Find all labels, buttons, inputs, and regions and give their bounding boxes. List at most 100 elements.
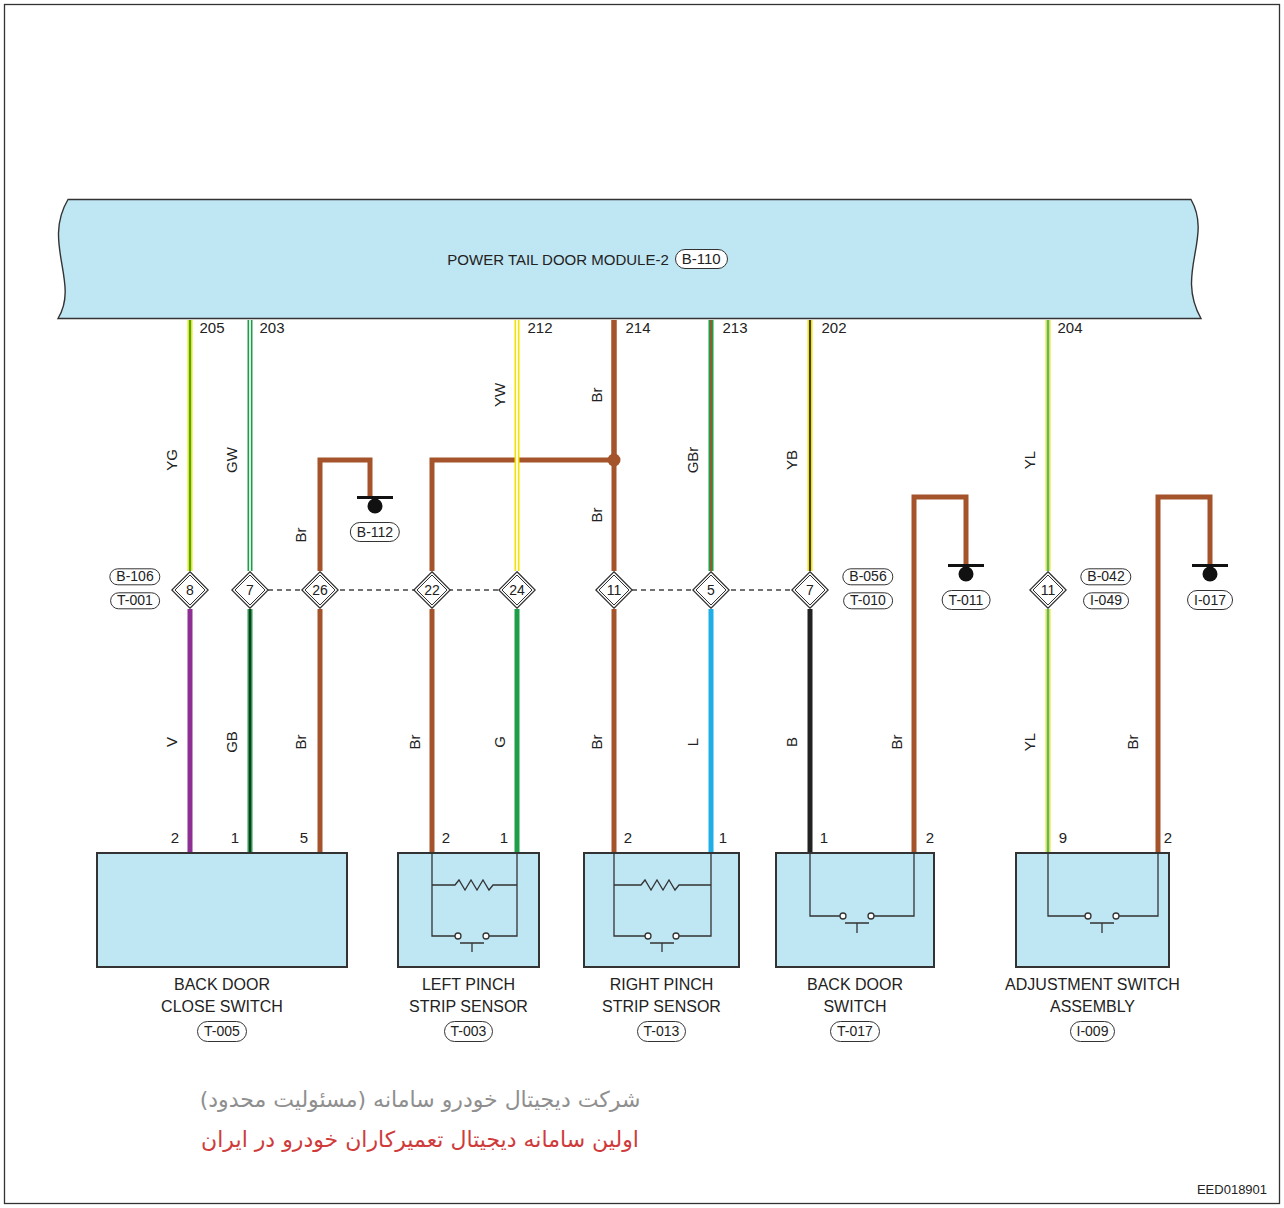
wire-core	[808, 320, 813, 571]
pin-number: 11	[1029, 571, 1067, 609]
component-name: ADJUSTMENT SWITCH ASSEMBLY	[1004, 974, 1182, 1017]
wire	[190, 320, 191, 571]
component-caption: BACK DOOR SWITCH T-017	[789, 974, 921, 1042]
pin-number: 24	[498, 571, 536, 609]
push-button	[1090, 923, 1114, 933]
component-box: LEFT PINCH STRIP SENSORT-003	[397, 852, 540, 968]
component-caption: RIGHT PINCH STRIP SENSORT-013	[582, 974, 742, 1042]
connector-id: I-009	[1070, 1021, 1116, 1042]
wire-stripe	[1047, 609, 1049, 852]
connector-id: T-017	[830, 1021, 880, 1042]
pin-number: 2	[442, 830, 450, 847]
connector-diamond: 5	[692, 571, 730, 609]
wire-core	[1158, 497, 1210, 852]
connector-diamond: 8	[171, 571, 209, 609]
pin-number: 26	[301, 571, 339, 609]
connector-id: I-049	[1083, 592, 1129, 609]
wire	[614, 609, 615, 852]
diamond-outer	[596, 572, 632, 608]
pin-number: 5	[300, 830, 308, 847]
wire-core	[612, 320, 617, 571]
wire-core	[188, 320, 193, 571]
wire	[517, 320, 518, 571]
switch-contact	[1113, 913, 1119, 919]
connector-id: B-042	[1080, 568, 1131, 585]
control-module-band: POWER TAIL DOOR MODULE-2B-110	[50, 198, 1205, 320]
ground-symbol	[335, 496, 415, 520]
wire-core	[1046, 609, 1051, 852]
wire-color-code: Br	[589, 388, 606, 403]
switch-contact	[455, 933, 461, 939]
wire-stripe	[249, 609, 251, 852]
ground-point: T-011	[926, 564, 1006, 612]
wire-stripe	[809, 320, 811, 571]
wire-color-code: Br	[407, 735, 424, 750]
splice-dot	[608, 454, 621, 467]
component-box: BACK DOOR SWITCHT-017	[775, 852, 935, 968]
pin-number: 2	[1164, 830, 1172, 847]
component-name: RIGHT PINCH STRIP SENSOR	[592, 974, 732, 1017]
ground-dot	[1203, 567, 1218, 582]
wire	[711, 320, 712, 571]
wire	[614, 320, 615, 571]
module-band	[58, 200, 1201, 319]
wire-core	[430, 609, 435, 852]
wire	[190, 609, 191, 852]
wire-stripe	[189, 320, 191, 571]
push-button	[650, 943, 674, 952]
ground-id: T-011	[942, 590, 991, 610]
pin-number: 213	[722, 320, 747, 337]
pin-number: 1	[820, 830, 828, 847]
wire-core	[1046, 320, 1051, 571]
wire	[810, 609, 811, 852]
wire-color-code: GBr	[685, 447, 702, 474]
connector-id: T-001	[110, 592, 160, 609]
ground-point: B-112	[335, 496, 415, 544]
diamond-outer	[172, 572, 208, 608]
wire	[711, 609, 712, 852]
push-button	[845, 923, 869, 933]
wire	[432, 320, 614, 571]
wire-core	[432, 320, 614, 571]
watermark: اولین سامانه دیجیتال تعمیرکاران خودرو در…	[201, 1128, 639, 1152]
wire-color-code: YB	[784, 450, 801, 470]
switch-contact	[840, 913, 846, 919]
wire-color-code: V	[164, 737, 181, 747]
connector-id: B-106	[109, 568, 160, 585]
sensor-circuit	[432, 852, 517, 936]
wire-color-code: GB	[224, 731, 241, 753]
wire-core	[709, 609, 714, 852]
wire-core	[914, 497, 966, 852]
pin-number: 7	[791, 571, 829, 609]
wire-stripe	[516, 320, 518, 571]
connector-id: B-056	[842, 568, 893, 585]
pin-number: 203	[259, 320, 284, 337]
wire	[914, 497, 966, 852]
wire	[432, 609, 433, 852]
connector-id: T-005	[197, 1021, 247, 1042]
connector-id: T-003	[444, 1021, 494, 1042]
wire-color-code: YL	[1022, 733, 1039, 751]
diamond-outer	[693, 572, 729, 608]
diamond-outer	[302, 572, 338, 608]
wire-stripe	[710, 320, 712, 571]
wire	[810, 320, 811, 571]
component-caption: LEFT PINCH STRIP SENSOR T-003	[389, 974, 549, 1042]
wire-core	[248, 320, 253, 571]
pin-number: 202	[821, 320, 846, 337]
pin-number: 205	[199, 320, 224, 337]
switch-contact	[673, 933, 679, 939]
wire	[320, 460, 370, 571]
component-fill	[775, 852, 935, 968]
wire-core	[318, 609, 323, 852]
wire-core	[709, 320, 714, 571]
wire-color-code: GW	[224, 447, 241, 473]
page-frame	[5, 5, 1280, 1204]
component-name: LEFT PINCH STRIP SENSOR	[399, 974, 539, 1017]
component-caption: BACK DOOR CLOSE SWITCHT-005	[142, 974, 302, 1042]
wire-color-code: Br	[293, 528, 310, 543]
switch-contact	[868, 913, 874, 919]
ground-id: B-112	[350, 522, 400, 542]
component-box: BACK DOOR CLOSE SWITCHT-005	[96, 852, 348, 968]
component-name: BACK DOOR SWITCH	[799, 974, 911, 1017]
